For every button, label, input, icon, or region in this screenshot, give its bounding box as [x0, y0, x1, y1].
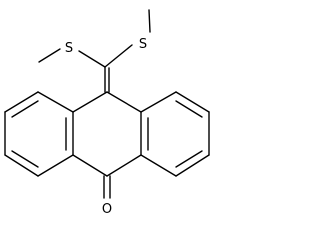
- oxygen-label: O: [102, 202, 112, 217]
- bond-right-ring-2: [175, 91, 210, 113]
- bond-left-ring-2: [4, 91, 39, 113]
- bond-methyl-sulfur-left: [38, 48, 61, 63]
- sulfur-right-label: S: [139, 37, 147, 52]
- bond-left-ring-4: [4, 154, 39, 177]
- bond-methyl-sulfur-right: [148, 9, 151, 33]
- sulfur-left-atom: S: [62, 38, 76, 56]
- atom-labels: S S O: [62, 34, 150, 217]
- bond-right-ring-1: [140, 91, 177, 113]
- molecule-drawing: S S O: [4, 9, 210, 217]
- bond-right-ring-inner-2: [175, 100, 203, 118]
- bond-right-ring-4: [175, 154, 210, 177]
- bond-left-ring-1: [37, 91, 74, 113]
- bond-lines: [4, 9, 210, 199]
- bond-sulfur-left-to-carbon: [78, 50, 106, 68]
- bond-left-ring-inner-1: [11, 100, 39, 118]
- sulfur-right-atom: S: [136, 34, 150, 52]
- oxygen-atom: O: [99, 199, 115, 217]
- bond-center-top-left: [72, 91, 108, 113]
- sulfur-left-label: S: [65, 41, 73, 56]
- bond-center-bottom-left: [72, 154, 108, 177]
- structure-canvas: S S O: [4, 9, 210, 217]
- bond-right-ring-inner-3: [175, 150, 203, 168]
- bond-center-bottom-right: [106, 154, 142, 177]
- bond-left-ring-5: [37, 154, 74, 177]
- bond-center-top-right: [106, 91, 142, 113]
- bond-right-ring-5: [140, 154, 177, 177]
- bond-sulfur-right-to-carbon: [104, 44, 133, 68]
- bond-left-ring-inner-2: [11, 150, 39, 168]
